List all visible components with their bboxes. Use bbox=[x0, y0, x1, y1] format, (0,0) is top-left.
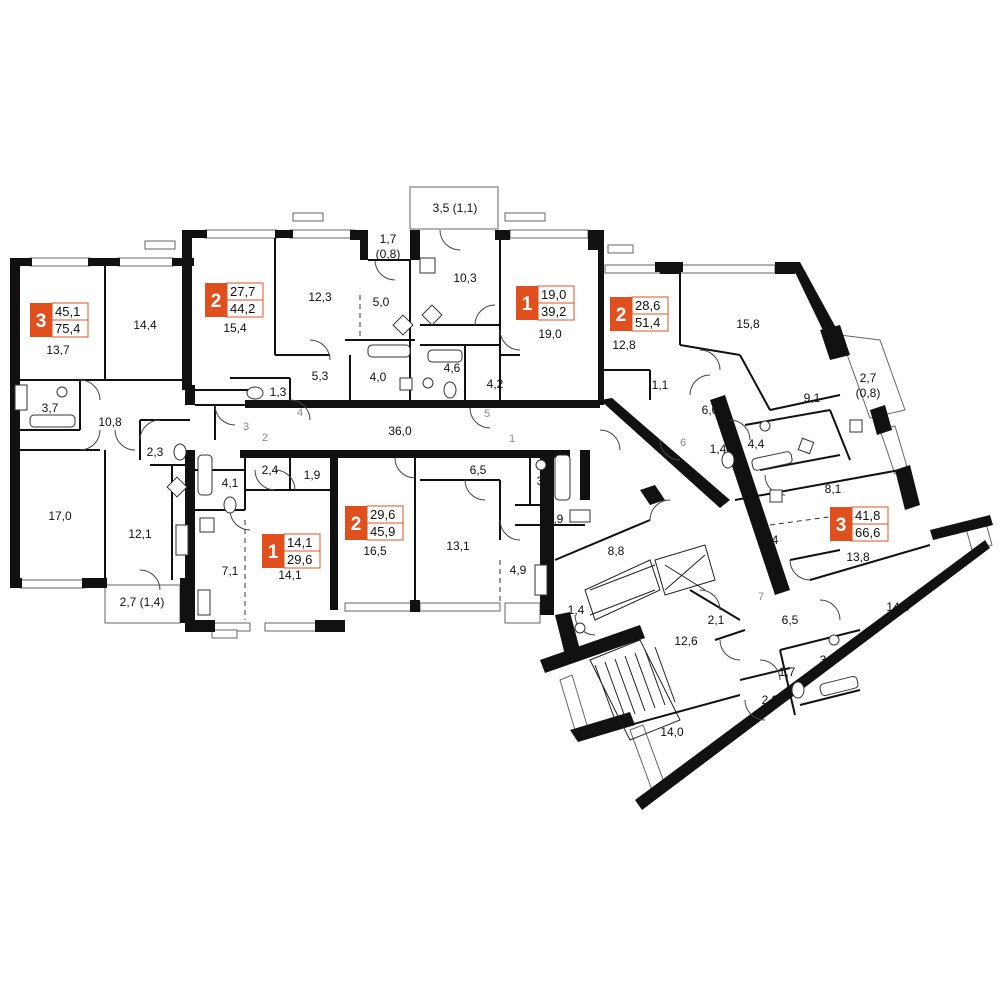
room-area: (0,8) bbox=[856, 386, 881, 400]
room-area: 6,5 bbox=[470, 463, 487, 477]
apartment-room-count: 2 bbox=[351, 514, 362, 535]
apartment-room-count: 3 bbox=[836, 515, 847, 536]
entrance-number: 6 bbox=[680, 437, 686, 449]
entrance-number: 3 bbox=[243, 421, 249, 433]
room-area: 10,3 bbox=[453, 271, 477, 285]
room-area: 4,6 bbox=[444, 361, 461, 375]
windows bbox=[19, 186, 993, 791]
entrance-number: 7 bbox=[758, 591, 764, 603]
room-area: 7,1 bbox=[222, 564, 239, 578]
apartment-total-area: 75,4 bbox=[55, 321, 80, 336]
apartment-badge: 1 14,1 29,6 bbox=[262, 533, 321, 569]
room-area: 9,1 bbox=[804, 391, 821, 405]
room-area: 12,6 bbox=[674, 634, 698, 648]
room-area: 2,4 bbox=[762, 533, 779, 547]
apartment-living-area: 27,7 bbox=[230, 284, 255, 299]
room-area: 5,3 bbox=[312, 369, 329, 383]
entrance-number: 1 bbox=[509, 433, 515, 445]
room-area: 1,3 bbox=[270, 385, 287, 399]
apartment-badge: 2 27,7 44,2 bbox=[205, 282, 264, 318]
apartment-living-area: 28,6 bbox=[635, 298, 660, 313]
room-area: 2,3 bbox=[762, 693, 779, 707]
fixtures bbox=[14, 257, 863, 699]
room-area: 2,3 bbox=[147, 445, 164, 459]
apartment-total-area: 29,6 bbox=[287, 552, 312, 567]
apartment-badge: 2 28,6 51,4 bbox=[610, 296, 669, 332]
room-area: 1,4 bbox=[568, 603, 585, 617]
room-area: 17,0 bbox=[48, 509, 72, 523]
room-area: 1,9 bbox=[304, 468, 321, 482]
room-area: 8,8 bbox=[608, 544, 625, 558]
apartment-living-area: 19,0 bbox=[541, 287, 566, 302]
room-area: 16,5 bbox=[363, 544, 387, 558]
room-area: 4,2 bbox=[487, 377, 504, 391]
room-area: 5,0 bbox=[373, 295, 390, 309]
room-area: 14,1 bbox=[278, 568, 302, 582]
apartment-total-area: 66,6 bbox=[855, 525, 880, 540]
staircase bbox=[589, 554, 706, 721]
apartment-room-count: 1 bbox=[522, 294, 533, 315]
room-area: 2,4 bbox=[262, 463, 279, 477]
apartment-total-area: 44,2 bbox=[230, 301, 255, 316]
room-area: (0,8) bbox=[376, 247, 401, 261]
room-area: 12,3 bbox=[308, 290, 332, 304]
apartment-room-count: 3 bbox=[36, 311, 47, 332]
apartment-total-area: 51,4 bbox=[635, 315, 660, 330]
room-area: 2,7 bbox=[860, 371, 877, 385]
room-area: 4,1 bbox=[222, 476, 239, 490]
room-area: 12,8 bbox=[612, 338, 636, 352]
apartment-living-area: 41,8 bbox=[855, 508, 880, 523]
room-area: 14,4 bbox=[133, 318, 157, 332]
room-area: 12,1 bbox=[128, 527, 152, 541]
room-area: 13,8 bbox=[846, 550, 870, 564]
entrance-number: 2 bbox=[262, 432, 268, 444]
room-area: 10,8 bbox=[98, 415, 122, 429]
room-area: 1,7 bbox=[779, 665, 796, 679]
room-area: 15,4 bbox=[223, 321, 247, 335]
room-area: 14,0 bbox=[660, 725, 684, 739]
apartment-badges: 3 45,1 75,4 2 27,7 44,2 1 19,0 39,2 2 bbox=[30, 282, 889, 569]
room-area: 6,0 bbox=[702, 403, 719, 417]
room-area: 3,8 bbox=[820, 653, 837, 667]
apartment-badge: 3 45,1 75,4 bbox=[30, 302, 89, 338]
entrance-labels: 1 2 3 4 5 6 7 bbox=[243, 407, 764, 603]
entrance-number: 4 bbox=[297, 407, 303, 419]
room-area: 1,1 bbox=[652, 378, 669, 392]
room-area: 2,1 bbox=[708, 613, 725, 627]
room-area: 15,8 bbox=[736, 317, 760, 331]
room-area: 2,7 (1,4) bbox=[120, 595, 165, 609]
room-area: 3,5 (1,1) bbox=[433, 201, 478, 215]
room-area: 3,7 bbox=[42, 401, 59, 415]
room-area: 13,7 bbox=[46, 343, 70, 357]
apartment-badge: 1 19,0 39,2 bbox=[516, 285, 575, 321]
apartment-room-count: 1 bbox=[268, 542, 279, 563]
room-area: 8,1 bbox=[825, 482, 842, 496]
apartment-living-area: 45,1 bbox=[55, 304, 80, 319]
apartment-total-area: 45,9 bbox=[370, 524, 395, 539]
room-area: 6,5 bbox=[782, 613, 799, 627]
partitions bbox=[20, 238, 931, 741]
room-area: 36,0 bbox=[388, 424, 412, 438]
apartment-badge: 3 41,8 66,6 bbox=[830, 506, 889, 542]
room-area: 4,0 bbox=[370, 370, 387, 384]
apartment-total-area: 39,2 bbox=[541, 304, 566, 319]
entrance-number: 5 bbox=[484, 408, 490, 420]
room-area: 13,1 bbox=[446, 539, 470, 553]
apartment-room-count: 2 bbox=[616, 305, 627, 326]
room-area: 4,9 bbox=[510, 563, 527, 577]
room-area: 1,4 bbox=[710, 442, 727, 456]
room-area: 1,7 bbox=[380, 232, 397, 246]
apartment-living-area: 29,6 bbox=[370, 507, 395, 522]
apartment-badge: 2 29,6 45,9 bbox=[345, 505, 404, 541]
room-area: 1,9 bbox=[547, 512, 564, 526]
room-area: 19,0 bbox=[538, 327, 562, 341]
apartment-living-area: 14,1 bbox=[287, 535, 312, 550]
room-area: 4,4 bbox=[748, 437, 765, 451]
apartment-room-count: 2 bbox=[211, 291, 222, 312]
room-area: 3,0 bbox=[537, 474, 554, 488]
room-area: 14,0 bbox=[886, 600, 910, 614]
room-labels: 13,7 14,4 3,7 10,8 17,0 12,1 2,3 2,7 (1,… bbox=[42, 201, 910, 739]
